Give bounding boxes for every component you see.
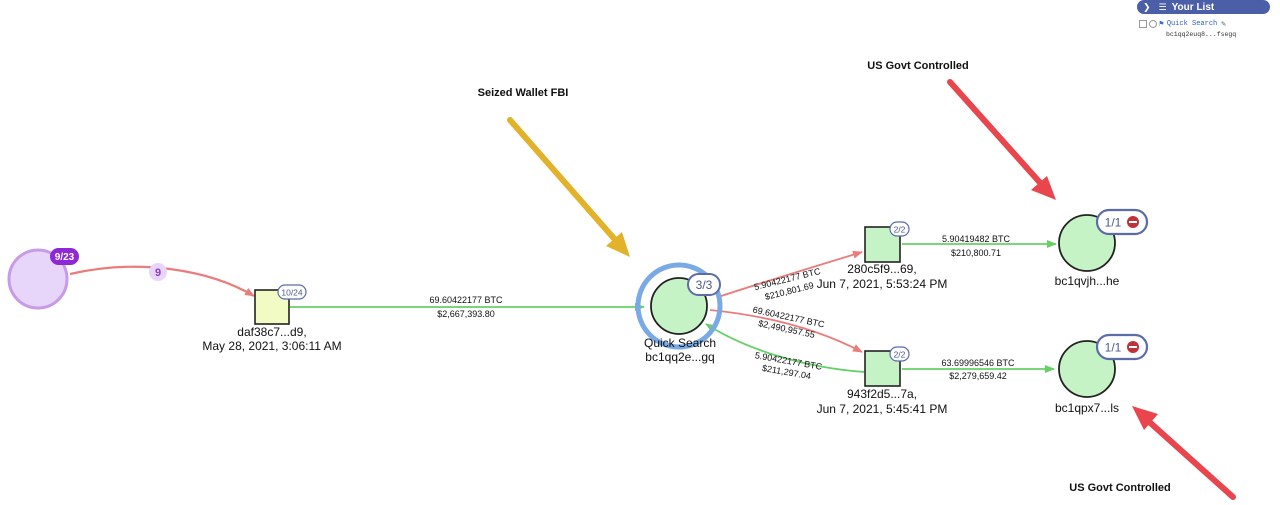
edge-tx3-to-quick[interactable]	[705, 323, 865, 373]
gold-arrow-icon	[507, 117, 630, 257]
edge-quick-to-tx3[interactable]	[709, 309, 863, 353]
edit-pencil-icon[interactable]: ✎	[1221, 20, 1227, 29]
edge-source-to-tx1[interactable]	[69, 265, 255, 297]
edge-label-e5-btc: 5.90419482 BTC	[942, 234, 1011, 244]
tx1-badge-text: 10/24	[281, 288, 303, 298]
annotation-govt-top: US Govt Controlled	[867, 60, 968, 72]
chevron-right-icon[interactable]: ❯	[1143, 1, 1151, 12]
dest2-remove-icon-bar	[1129, 346, 1137, 348]
dest1-badge[interactable]	[1095, 208, 1149, 236]
quick-search-badge-text: 3/3	[696, 278, 713, 292]
tx2-label-hash: 280c5f9...69,	[847, 262, 916, 276]
dest2-badge-text: 1/1	[1105, 341, 1122, 355]
your-list-title: Your List	[1171, 1, 1215, 13]
tx3-label-date: Jun 7, 2021, 5:45:41 PM	[817, 402, 948, 416]
list-item-label[interactable]: Quick Search	[1166, 20, 1218, 28]
edge-count-bubble[interactable]	[149, 263, 167, 281]
tx2-label-date: Jun 7, 2021, 5:53:24 PM	[817, 277, 948, 291]
list-item-address: bc1qq2euq8...fsegq	[1166, 31, 1237, 38]
tx3-badge-text: 2/2	[894, 350, 906, 360]
source-node-badge-text: 9/23	[55, 252, 75, 263]
source-address-node[interactable]	[7, 248, 69, 310]
tx2-badge[interactable]	[889, 221, 910, 237]
dest2-badge[interactable]	[1095, 333, 1149, 361]
edge-label-e1-btc: 69.60422177 BTC	[429, 295, 503, 305]
tx1-label-hash: daf38c7...d9,	[237, 325, 306, 339]
edge-label-e1-usd: $2,667,393.80	[437, 309, 495, 319]
list-icon: ☰	[1158, 1, 1167, 12]
edge-count-text: 9	[155, 267, 161, 279]
edge-label-e5-usd: $210,800.71	[951, 248, 1001, 258]
annotation-govt-bottom: US Govt Controlled	[1069, 482, 1170, 494]
list-item[interactable]: ⚑ Quick Search ✎	[1137, 19, 1270, 29]
dest1-label: bc1qvjh...he	[1055, 274, 1120, 288]
edge-label-e6-usd: $2,279,659.42	[949, 371, 1007, 381]
your-list-header[interactable]: ❯ ☰ Your List	[1137, 0, 1270, 14]
red-arrow-bottom-icon	[1132, 406, 1236, 500]
tx1-badge[interactable]	[277, 284, 307, 300]
edge-quick-to-tx2[interactable]	[717, 250, 863, 298]
quick-search-address: bc1qq2e...gq	[645, 350, 714, 364]
red-arrow-top-icon	[947, 79, 1056, 200]
tx2-badge-text: 2/2	[894, 225, 906, 235]
annotation-seized-wallet: Seized Wallet FBI	[478, 87, 569, 99]
tx3-badge[interactable]	[889, 346, 910, 362]
dest1-badge-text: 1/1	[1105, 216, 1122, 230]
quick-search-ring	[635, 262, 723, 350]
dest2-label: bc1qpx7...ls	[1055, 401, 1119, 415]
quick-search-label: Quick Search	[644, 336, 716, 350]
item-checkbox[interactable]	[1139, 20, 1147, 28]
quick-search-badge[interactable]	[687, 273, 721, 296]
edge-label-e6-btc: 63.69996546 BTC	[941, 358, 1015, 368]
dest1-remove-icon-bar	[1129, 221, 1137, 223]
flag-icon: ⚑	[1159, 20, 1164, 29]
source-node-badge[interactable]	[50, 248, 79, 265]
your-list-panel: ❯ ☰ Your List ⚑ Quick Search ✎ bc1qq2euq…	[1137, 0, 1270, 46]
item-radio[interactable]	[1149, 20, 1157, 28]
tx3-label-hash: 943f2d5...7a,	[847, 387, 917, 401]
tx1-label-date: May 28, 2021, 3:06:11 AM	[202, 339, 341, 353]
